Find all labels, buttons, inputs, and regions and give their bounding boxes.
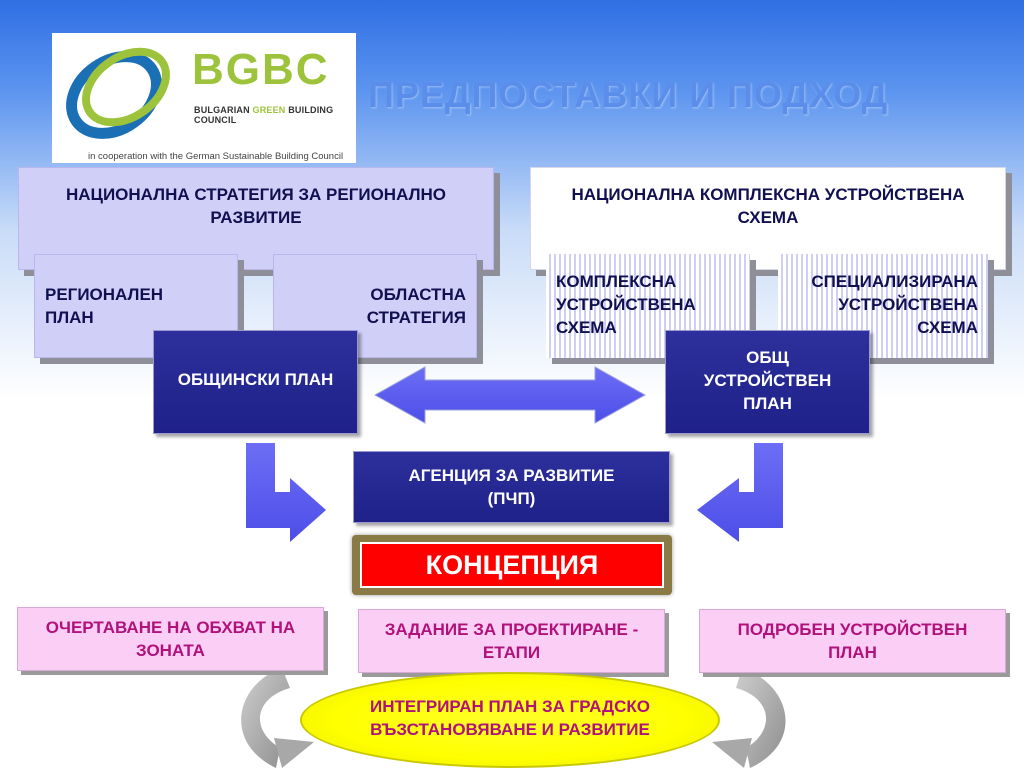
- general-spatial-plan-box: ОБЩ УСТРОЙСТВЕН ПЛАН: [665, 330, 870, 434]
- logo-cooperation: in cooperation with the German Sustainab…: [88, 151, 344, 162]
- double-arrow-icon: [373, 366, 647, 424]
- logo-subtitle: BULGARIAN GREEN BUILDING COUNCIL: [194, 105, 334, 125]
- right-curved-arrow-icon: [736, 668, 786, 768]
- design-task-label: ЗАДАНИЕ ЗА ПРОЕКТИРАНЕ - ЕТАПИ: [384, 620, 639, 662]
- bgbc-ring-icon: [66, 47, 170, 139]
- integrated-plan-ellipse: ИНТЕГРИРАН ПЛАН ЗА ГРАДСКО ВЪЗСТАНОВЯВАН…: [300, 672, 720, 768]
- right-bent-arrow-icon: [697, 443, 783, 542]
- complex-spatial-scheme-label: КОМПЛЕКСНА УСТРОЙСТВЕНА СХЕМА: [556, 272, 696, 337]
- national-regional-strategy-label: НАЦИОНАЛНА СТРАТЕГИЯ ЗА РЕГИОНАЛНО РАЗВИ…: [65, 184, 446, 227]
- left-bent-arrow-icon: [246, 443, 326, 542]
- national-spatial-scheme-label: НАЦИОНАЛНА КОМПЛЕКСНА УСТРОЙСТВЕНА СХЕМА: [571, 184, 965, 227]
- specialized-spatial-scheme-label: СПЕЦИАЛИЗИРАНА УСТРОЙСТВЕНА СХЕМА: [811, 272, 978, 337]
- development-agency-box: АГЕНЦИЯ ЗА РАЗВИТИЕ (ПЧП): [353, 451, 670, 523]
- scope-outline-label: ОЧЕРТАВАНЕ НА ОБХВАТ НА ЗОНАТА: [45, 618, 296, 660]
- detailed-plan-label: ПОДРОБЕН УСТРОЙСТВЕН ПЛАН: [737, 620, 968, 662]
- page-title: ПРЕДПОСТАВКИ И ПОДХОД: [368, 74, 889, 115]
- bgbc-logo: BGBC BULGARIAN GREEN BUILDING COUNCIL in…: [52, 33, 356, 163]
- district-strategy-label: ОБЛАСТНА СТРАТЕГИЯ: [366, 285, 466, 327]
- development-agency-label: АГЕНЦИЯ ЗА РАЗВИТИЕ (ПЧП): [408, 466, 615, 508]
- integrated-plan-label: ИНТЕГРИРАН ПЛАН ЗА ГРАДСКО ВЪЗСТАНОВЯВАН…: [370, 697, 650, 739]
- logo-brand: BGBC: [192, 45, 330, 94]
- municipal-plan-label: ОБЩИНСКИ ПЛАН: [177, 369, 334, 389]
- concept-label: КОНЦЕПЦИЯ: [425, 549, 599, 580]
- general-spatial-plan-label: ОБЩ УСТРОЙСТВЕН ПЛАН: [703, 347, 832, 413]
- municipal-plan-box: ОБЩИНСКИ ПЛАН: [153, 330, 358, 434]
- design-task-box: ЗАДАНИЕ ЗА ПРОЕКТИРАНЕ - ЕТАПИ: [358, 609, 665, 673]
- national-spatial-scheme-box: НАЦИОНАЛНА КОМПЛЕКСНА УСТРОЙСТВЕНА СХЕМА: [530, 167, 1006, 270]
- left-curved-arrow-icon: [241, 668, 290, 768]
- scope-outline-box: ОЧЕРТАВАНЕ НА ОБХВАТ НА ЗОНАТА: [17, 607, 324, 671]
- concept-box: КОНЦЕПЦИЯ: [360, 542, 664, 588]
- regional-plan-label: РЕГИОНАЛЕН ПЛАН: [45, 285, 164, 327]
- national-regional-strategy-box: НАЦИОНАЛНА СТРАТЕГИЯ ЗА РЕГИОНАЛНО РАЗВИ…: [18, 167, 494, 270]
- concept-frame: КОНЦЕПЦИЯ: [352, 535, 672, 595]
- detailed-plan-box: ПОДРОБЕН УСТРОЙСТВЕН ПЛАН: [699, 609, 1006, 673]
